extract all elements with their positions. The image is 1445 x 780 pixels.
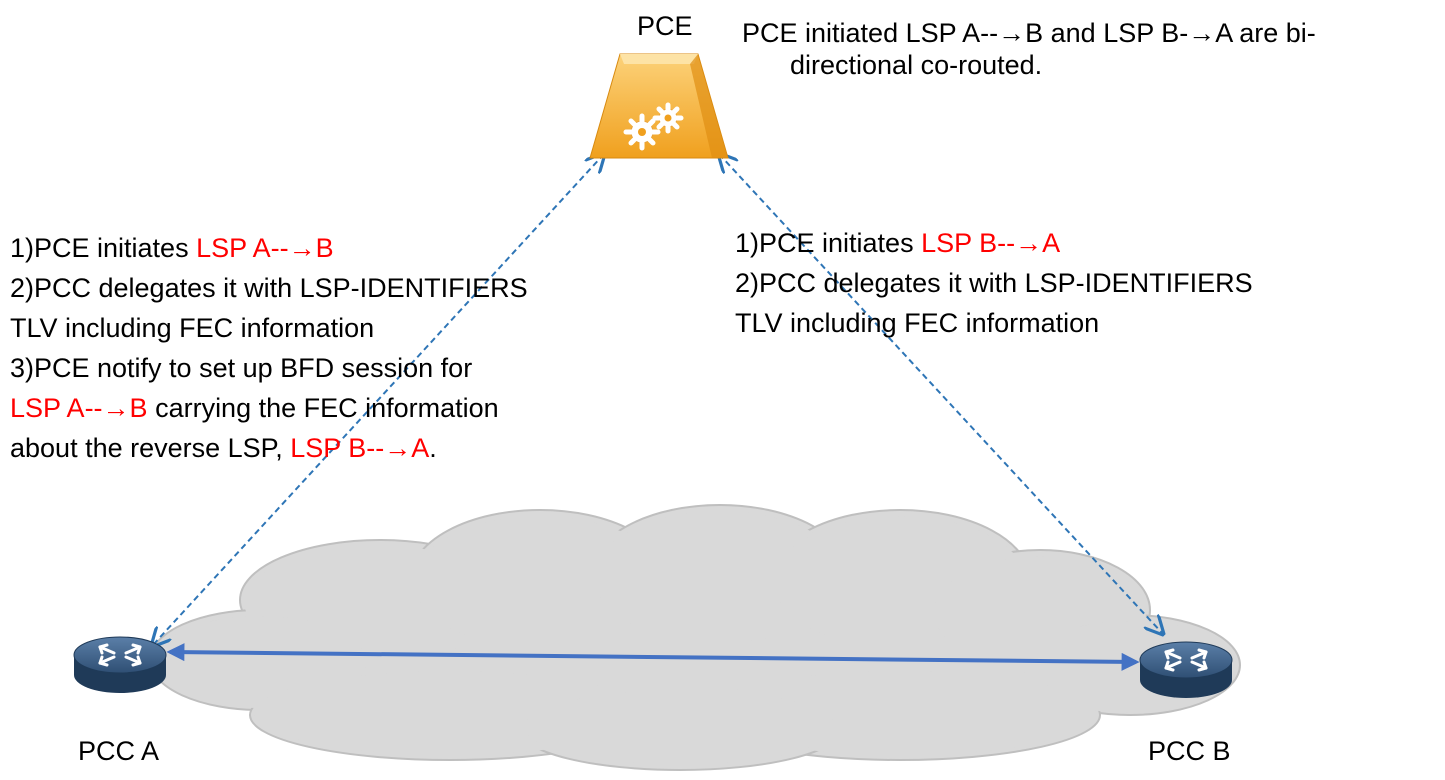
pcc-a-label: PCC A — [78, 736, 160, 766]
pce-label: PCE — [637, 11, 693, 41]
link-pce-pcc-b — [719, 154, 1163, 634]
left-step-3-end: about the reverse LSP, LSP B--→A. — [10, 428, 528, 468]
co-routed-note: PCE initiated LSP A--→B and LSP B-→A are… — [742, 17, 1316, 82]
note-line-2: directional co-routed. — [790, 50, 1043, 81]
left-step-2: 2)PCC delegates it with LSP-IDENTIFIERS — [10, 273, 528, 303]
left-step-1: 1)PCE initiates LSP A--→B — [10, 228, 528, 268]
router-icon — [73, 636, 167, 693]
left-step-3-end-prefix: about the reverse LSP, — [10, 433, 291, 463]
lsp-b-a-label: LSP B--→A — [290, 433, 430, 463]
right-steps: 1)PCE initiates LSP B--→A 2)PCC delegate… — [735, 223, 1253, 343]
left-step-2-cont: TLV including FEC information — [10, 313, 375, 343]
left-step-3-cont-suffix: carrying the FEC information — [147, 393, 499, 423]
right-step-2: 2)PCC delegates it with LSP-IDENTIFIERS — [735, 268, 1253, 298]
left-step-1-prefix: 1)PCE initiates — [10, 233, 197, 263]
left-step-3-cont: LSP A--→B carrying the FEC information — [10, 388, 528, 428]
lsp-a-b-label: LSP A--→B — [196, 233, 334, 263]
note-line-1: PCE initiated LSP A--→B and LSP B-→A are… — [742, 18, 1316, 48]
right-step-1-prefix: 1)PCE initiates — [735, 228, 922, 258]
left-steps: 1)PCE initiates LSP A--→B 2)PCC delegate… — [10, 228, 528, 468]
gear-server-icon — [589, 53, 729, 159]
lsp-b-a-label: LSP B--→A — [921, 228, 1061, 258]
lsp-link-a-b — [166, 643, 1140, 671]
pcc-b-label: PCC B — [1148, 736, 1231, 766]
left-step-3: 3)PCE notify to set up BFD session for — [10, 353, 473, 383]
router-icon — [1139, 641, 1233, 698]
cloud-icon — [149, 504, 1241, 771]
left-step-3-end-suffix: . — [429, 433, 437, 463]
link-pce-pcc-a — [152, 154, 604, 646]
right-step-2-cont: TLV including FEC information — [735, 308, 1100, 338]
right-step-1: 1)PCE initiates LSP B--→A — [735, 223, 1253, 263]
lsp-a-b-label: LSP A--→B — [10, 393, 148, 423]
